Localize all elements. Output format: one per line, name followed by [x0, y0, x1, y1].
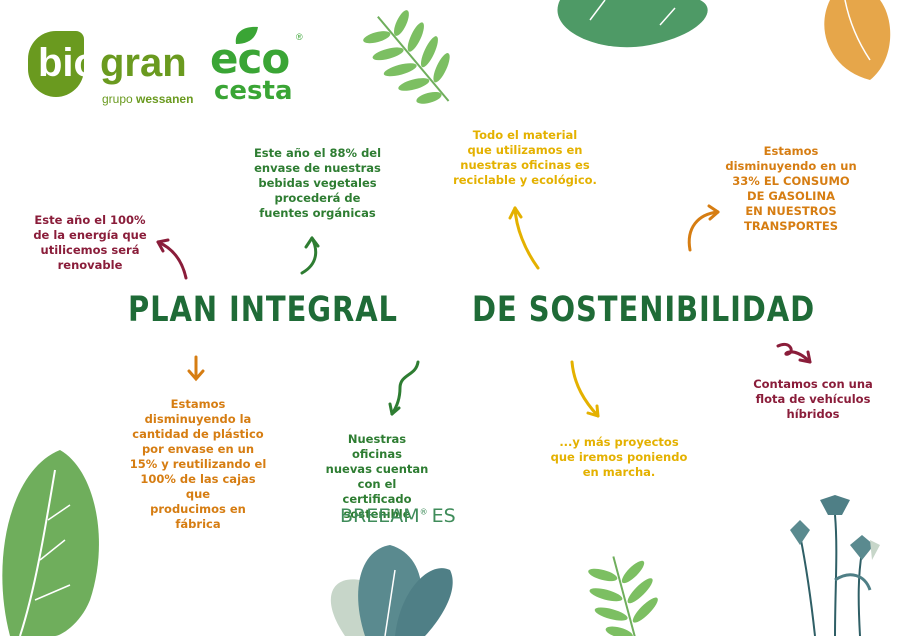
leaf-bottom-center-icon [330, 545, 453, 636]
ecocesta-logo: eco ® cesta [210, 24, 310, 106]
fern-bottom-icon [588, 556, 658, 636]
breeam-logo: BREEAM®ES [340, 505, 456, 527]
eco-registered-mark: ® [296, 32, 303, 42]
headline-left: PLAN INTEGRAL [128, 290, 398, 330]
note-energy: Este año el 100% de la energía que utili… [33, 213, 147, 272]
biogran-subtitle: grupo wessanen [102, 92, 193, 106]
note-plastic: Estamos disminuyendo la cantidad de plás… [129, 397, 267, 531]
headline-right: DE SOSTENIBILIDAD [472, 290, 816, 330]
biogran-subtitle-brand: wessanen [136, 92, 194, 106]
breeam-registered-mark: ® [419, 507, 428, 517]
note-fuel: Estamos disminuyendo en un 33% EL CONSUM… [725, 144, 857, 233]
note-projects: ...y más proyectos que iremos poniendo e… [550, 435, 688, 479]
breeam-wordmark: BREEAM [340, 505, 420, 527]
eco-leaf-icon [235, 26, 258, 44]
breeam-suffix: ES [431, 505, 456, 527]
note-material: Todo el material que utilizamos en nuest… [453, 128, 597, 187]
biogran-badge-icon [28, 31, 84, 97]
note-packaging: Este año el 88% del envase de nuestras b… [253, 146, 382, 220]
biogran-wordmark-a: bio [38, 41, 98, 85]
leaf-bottom-left-icon [2, 450, 99, 636]
fern-top-icon [363, 10, 450, 104]
biogran-wordmark-b: gran [100, 41, 187, 85]
leaf-top-right-icon [824, 0, 891, 80]
leaf-top-center-icon [557, 0, 708, 48]
biogran-subtitle-prefix: grupo [102, 92, 133, 106]
eco-wordmark: eco [210, 34, 290, 83]
note-offices: Nuestras oficinas nuevas cuentan con el … [325, 432, 429, 521]
note-fleet: Contamos con una flota de vehículos híbr… [753, 377, 873, 421]
cesta-wordmark: cesta [214, 76, 293, 106]
flowers-bottom-right-icon [790, 495, 880, 636]
